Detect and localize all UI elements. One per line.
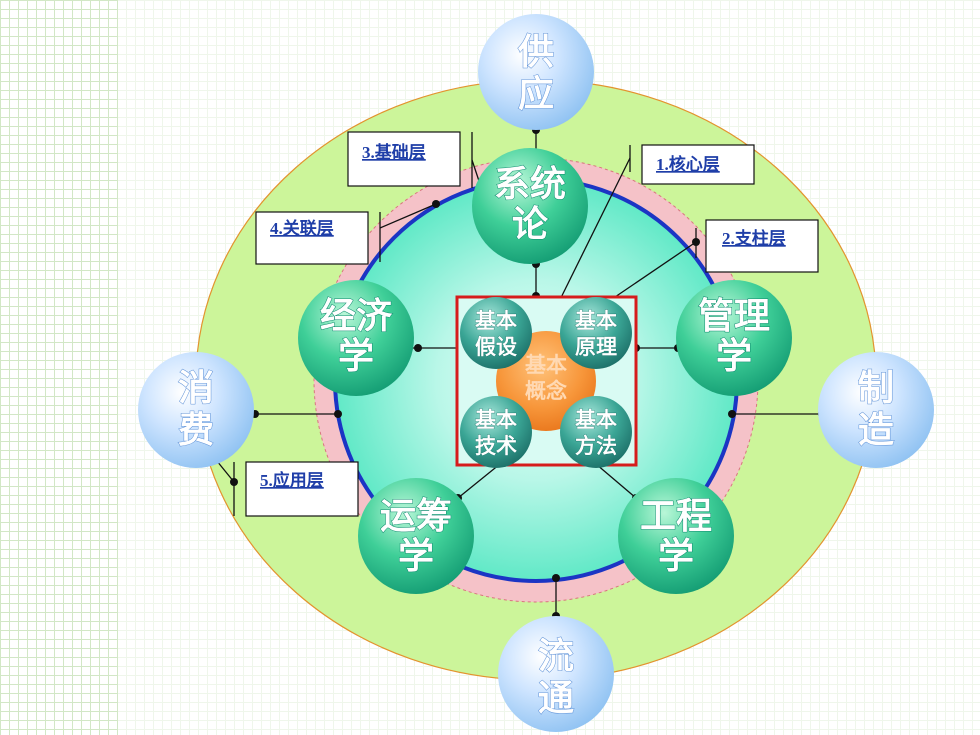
- outer-node-supply: 供 应: [478, 14, 594, 130]
- node-economics: 经济 学: [298, 280, 414, 396]
- node-operations-research-line2: 学: [398, 535, 434, 577]
- label-relation-layer: 4.关联层: [255, 211, 369, 265]
- label-foundation-layer-text: 3.基础层: [362, 142, 426, 162]
- node-systems-theory-line2: 论: [512, 204, 549, 245]
- node-systems-theory: 系统 论: [472, 148, 588, 264]
- node-basic-assumption: 基本 假设: [460, 297, 532, 369]
- outer-node-consumption-line1: 消: [178, 368, 214, 409]
- label-pillar-layer-text: 2.支柱层: [722, 228, 786, 248]
- node-engineering: 工程 学: [618, 478, 734, 594]
- node-basic-principle: 基本 原理: [560, 297, 632, 369]
- node-basic-method: 基本 方法: [560, 396, 632, 468]
- outer-node-circulation-line2: 通: [538, 678, 574, 719]
- node-basic-technique: 基本 技术: [460, 396, 532, 468]
- node-basic-principle-line1: 基本: [575, 309, 617, 333]
- node-management-line1: 管理: [698, 296, 770, 337]
- node-management: 管理 学: [676, 280, 792, 396]
- node-basic-principle-line2: 原理: [575, 335, 617, 359]
- node-management-line2: 学: [716, 335, 752, 377]
- node-engineering-line1: 工程: [640, 496, 712, 537]
- node-basic-assumption-line2: 假设: [475, 335, 517, 359]
- label-pillar-layer: 2.支柱层: [705, 219, 819, 273]
- node-operations-research-line1: 运筹: [380, 496, 452, 537]
- label-core-layer-text: 1.核心层: [656, 154, 720, 174]
- outer-node-supply-line2: 应: [518, 74, 554, 115]
- outer-node-supply-line1: 供: [518, 32, 554, 73]
- label-application-layer: 5.应用层: [245, 461, 359, 517]
- node-basic-method-line2: 方法: [575, 434, 617, 458]
- label-relation-layer-text: 4.关联层: [270, 218, 334, 238]
- node-basic-method-line1: 基本: [575, 408, 617, 432]
- label-core-layer: 1.核心层: [641, 144, 755, 185]
- outer-node-circulation: 流 通: [498, 616, 614, 732]
- node-basic-technique-line1: 基本: [475, 408, 517, 432]
- node-basic-technique-line2: 技术: [475, 434, 517, 458]
- label-foundation-layer: 3.基础层: [347, 131, 461, 187]
- node-economics-line2: 学: [338, 335, 374, 377]
- outer-node-circulation-line1: 流: [538, 636, 574, 677]
- outer-node-manufacturing-line1: 制: [858, 368, 894, 409]
- node-engineering-line2: 学: [658, 535, 694, 577]
- outer-node-consumption-line2: 费: [178, 410, 214, 451]
- outer-node-manufacturing: 制 造: [818, 352, 934, 468]
- left-grid-strip: [0, 0, 118, 735]
- node-basic-assumption-line1: 基本: [475, 309, 517, 333]
- node-basic-concept-line2: 概念: [525, 379, 567, 403]
- node-basic-concept-line1: 基本: [525, 353, 567, 377]
- node-economics-line1: 经济: [320, 296, 393, 337]
- label-application-layer-text: 5.应用层: [260, 470, 324, 490]
- outer-node-manufacturing-line2: 造: [858, 410, 894, 451]
- node-systems-theory-line1: 系统: [494, 164, 566, 205]
- outer-node-consumption: 消 费: [138, 352, 254, 468]
- node-operations-research: 运筹 学: [358, 478, 474, 594]
